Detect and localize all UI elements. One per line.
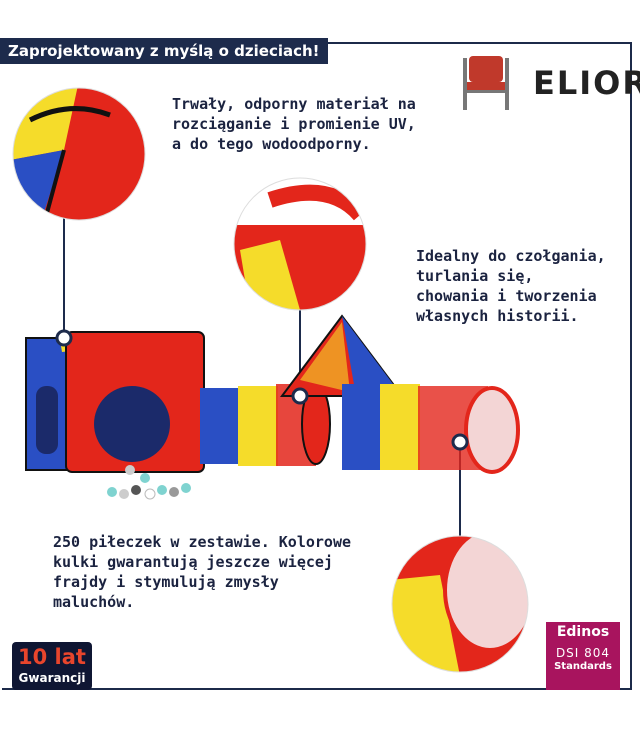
certification-brand: Edinos [556,624,610,640]
ball-pile [107,465,191,500]
warranty-badge: 10 lat Gwarancji [12,642,92,690]
certification-standards: Standards [554,661,612,672]
tunnel-right [342,384,520,474]
feature-crawling-text: Idealny do czołgania, turlania się, chow… [416,247,606,325]
detail-zoom-corner [12,87,146,221]
tent-cube [25,331,205,473]
tent-pyramid [280,314,404,397]
brand-name: ELIOR [533,64,640,102]
warranty-label: Gwarancji [18,671,86,685]
header-banner: Zaprojektowany z myślą o dzieciach! [0,38,328,64]
feature-balls-text: 250 piłeczek w zestawie. Kolorowe kulki … [53,533,352,611]
brand-logo: ELIOR [455,52,640,114]
chair-icon [463,56,509,110]
certification-badge: Edinos DSI 804 Standards [546,622,620,690]
certification-code: DSI 804 [555,646,611,660]
feature-durable-text: Trwały, odporny materiał na rozciąganie … [172,95,416,153]
detail-zoom-tunnel [233,177,367,311]
warranty-years: 10 lat [18,645,86,669]
detail-zoom-mesh [391,535,529,673]
